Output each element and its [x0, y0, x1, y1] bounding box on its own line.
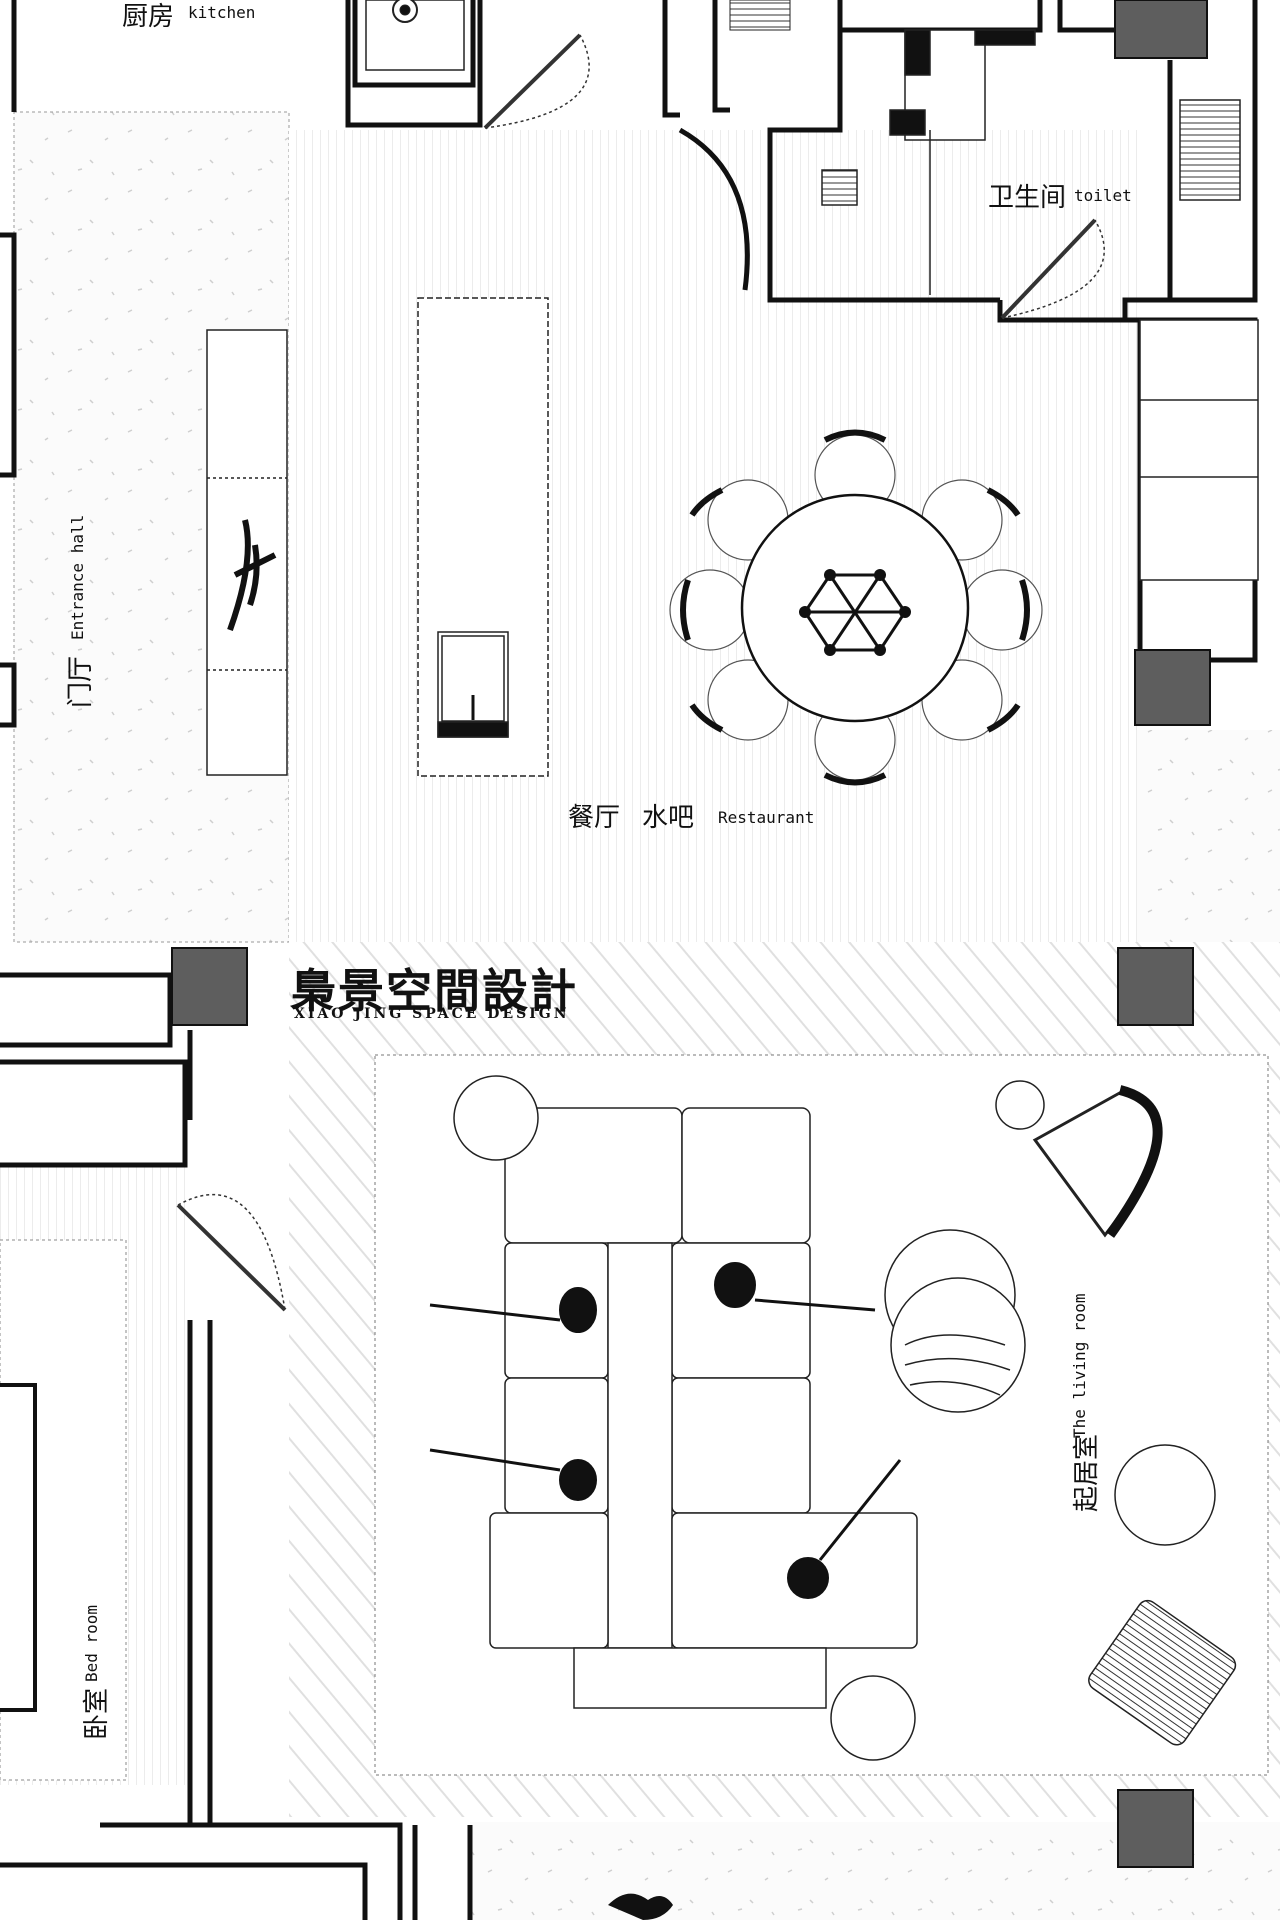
kitchen-label-cn: 厨房 — [122, 2, 175, 32]
people — [429, 1262, 902, 1599]
restaurant-label-en: Restaurant — [718, 808, 815, 827]
right-cabinets — [1139, 319, 1259, 581]
brand-name-cn: 梟景空間設計 — [290, 964, 578, 1018]
kitchen-island — [417, 297, 549, 777]
entrance-cabinet — [206, 329, 288, 776]
bedroom-label-cn: 卧室 — [82, 1687, 112, 1740]
kitchen-label-en: kitchen — [188, 3, 256, 22]
toilet-fixtures — [821, 29, 1241, 295]
bedroom-bed — [0, 1383, 37, 1712]
kitchen-fixtures — [365, 0, 791, 71]
toilet-label-cn: 卫生间 — [988, 183, 1067, 213]
restaurant-label-cn2: 水吧 — [642, 803, 695, 833]
bedroom-label-en: Bed room — [82, 1604, 101, 1682]
entrance-label-en: Entrance hall — [68, 514, 87, 640]
bottom-items — [608, 1893, 673, 1920]
toilet-label-en: toilet — [1074, 186, 1132, 205]
living-label-en: The living room — [1070, 1293, 1089, 1439]
entrance-label-cn: 门厅 — [66, 655, 96, 708]
dining-table — [669, 429, 1043, 786]
restaurant-label-cn1: 餐厅 — [568, 803, 621, 833]
doors — [176, 33, 1105, 1312]
brand-name-en: XIAO JING SPACE DESIGN — [294, 1006, 570, 1022]
living-items — [453, 1075, 1237, 1761]
living-label-cn: 起居室 — [1072, 1433, 1102, 1512]
right-speckle-floor — [1137, 730, 1280, 942]
